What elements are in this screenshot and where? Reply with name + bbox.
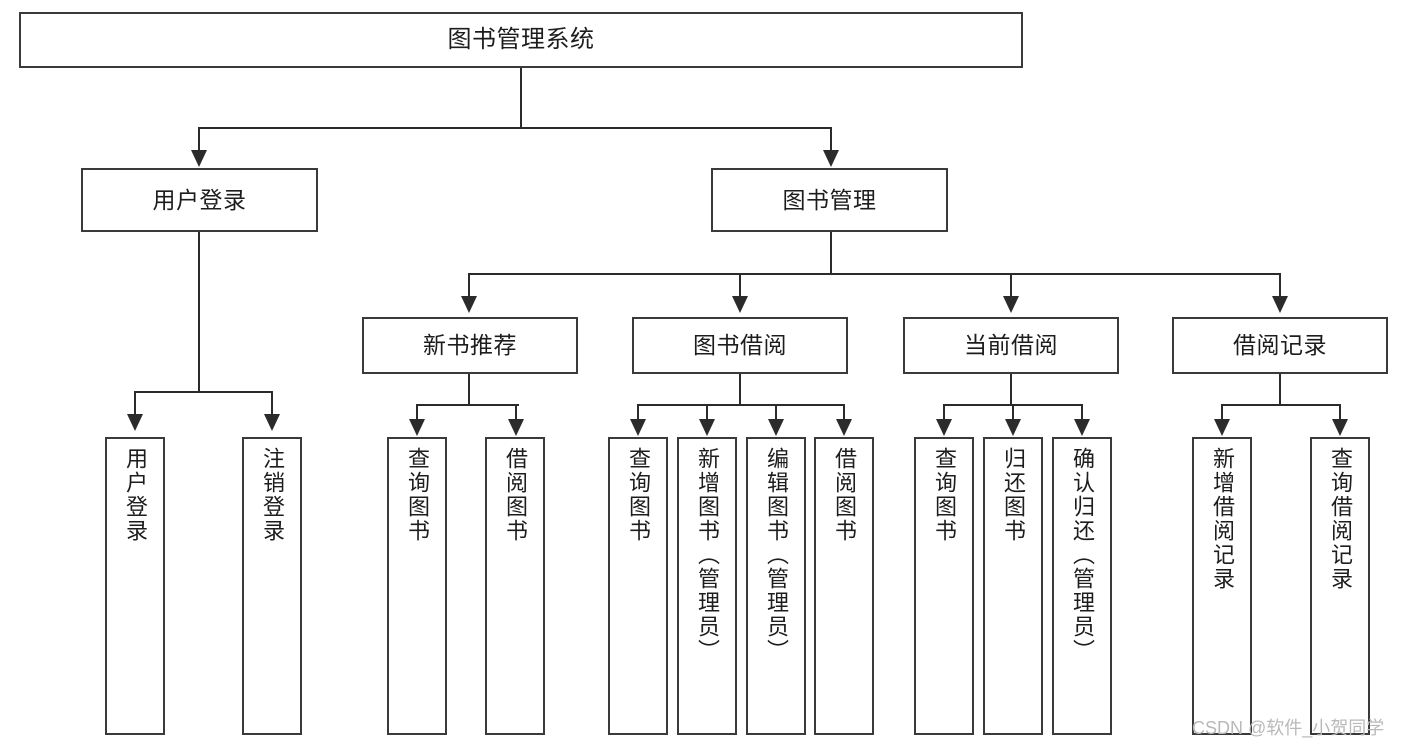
connector-new-book-child-2 [515, 404, 517, 420]
connector-borrow-record-stem [1279, 374, 1281, 405]
arrow-borrow-record-child-1 [1214, 419, 1230, 436]
arrow-book-borrow-child-3 [768, 419, 784, 436]
node-leaf-edit-book-label: 编辑图书（管理员） [764, 447, 789, 663]
node-leaf-borrow-book-1-label: 借阅图书 [503, 447, 528, 543]
connector-to-current-borrow [1010, 273, 1012, 298]
connector-book-borrow-stem [739, 374, 741, 405]
node-leaf-query-record-label: 查询借阅记录 [1328, 447, 1353, 591]
connector-book-borrow-child-3 [775, 404, 777, 420]
node-leaf-confirm-return-label: 确认归还（管理员） [1070, 447, 1095, 663]
arrow-to-borrow-record [1272, 296, 1288, 313]
arrow-user-login-child-1 [127, 414, 143, 431]
connector-to-book-management [830, 127, 832, 152]
connector-new-book-bus [416, 404, 519, 406]
connector-borrow-record-child-1 [1221, 404, 1223, 420]
node-leaf-query-book-3[interactable]: 查询图书 [914, 437, 974, 735]
node-leaf-user-login-label: 用户登录 [123, 447, 148, 543]
node-borrow-record[interactable]: 借阅记录 [1172, 317, 1388, 374]
connector-new-book-stem [468, 374, 470, 405]
connector-new-book-child-1 [416, 404, 418, 420]
node-leaf-add-book[interactable]: 新增图书（管理员） [677, 437, 737, 735]
arrow-new-book-child-1 [409, 419, 425, 436]
connector-borrow-record-bus [1221, 404, 1339, 406]
node-leaf-borrow-book-1[interactable]: 借阅图书 [485, 437, 545, 735]
connector-root-bus [198, 127, 831, 129]
node-leaf-query-book-2-label: 查询图书 [626, 447, 651, 543]
node-leaf-edit-book[interactable]: 编辑图书（管理员） [746, 437, 806, 735]
connector-to-book-borrow [739, 273, 741, 298]
arrow-current-borrow-child-1 [936, 419, 952, 436]
watermark: CSDN @软件_小贺同学 [1192, 718, 1385, 738]
node-new-book-recommend[interactable]: 新书推荐 [362, 317, 578, 374]
node-leaf-query-book-2[interactable]: 查询图书 [608, 437, 668, 735]
node-leaf-query-book-3-label: 查询图书 [932, 447, 957, 543]
connector-to-new-book-recommend [468, 273, 470, 298]
node-leaf-user-logout[interactable]: 注销登录 [242, 437, 302, 735]
node-root-label: 图书管理系统 [447, 26, 595, 54]
arrow-book-borrow-child-2 [699, 419, 715, 436]
node-leaf-add-record-label: 新增借阅记录 [1210, 447, 1235, 591]
node-leaf-user-logout-label: 注销登录 [260, 447, 285, 543]
node-leaf-query-record[interactable]: 查询借阅记录 [1310, 437, 1370, 735]
arrow-to-new-book-recommend [461, 296, 477, 313]
connector-borrow-record-child-2 [1339, 404, 1341, 420]
connector-book-borrow-child-1 [637, 404, 639, 420]
node-current-borrow[interactable]: 当前借阅 [903, 317, 1119, 374]
node-leaf-borrow-book-2[interactable]: 借阅图书 [814, 437, 874, 735]
node-current-borrow-label: 当前借阅 [964, 332, 1058, 359]
connector-current-borrow-child-1 [943, 404, 945, 420]
node-leaf-add-book-label: 新增图书（管理员） [695, 447, 720, 663]
connector-user-login-child-2 [271, 391, 273, 416]
node-leaf-user-login[interactable]: 用户登录 [105, 437, 165, 735]
node-book-borrow-label: 图书借阅 [693, 332, 787, 359]
arrow-current-borrow-child-3 [1074, 419, 1090, 436]
connector-current-borrow-child-3 [1081, 404, 1083, 420]
connector-current-borrow-stem [1010, 374, 1012, 405]
node-root[interactable]: 图书管理系统 [19, 12, 1023, 68]
connector-current-borrow-child-2 [1012, 404, 1014, 420]
connector-user-login-stem [198, 232, 200, 392]
connector-book-borrow-child-4 [843, 404, 845, 420]
arrow-book-borrow-child-1 [630, 419, 646, 436]
node-leaf-return-book-label: 归还图书 [1001, 447, 1026, 543]
arrow-user-login-child-2 [264, 414, 280, 431]
node-leaf-return-book[interactable]: 归还图书 [983, 437, 1043, 735]
node-user-login[interactable]: 用户登录 [81, 168, 318, 232]
connector-to-borrow-record [1279, 273, 1281, 298]
connector-book-management-stem [830, 232, 832, 274]
node-leaf-borrow-book-2-label: 借阅图书 [832, 447, 857, 543]
arrow-to-user-login [191, 150, 207, 167]
node-leaf-query-book-1-label: 查询图书 [405, 447, 430, 543]
arrow-book-borrow-child-4 [836, 419, 852, 436]
node-book-borrow[interactable]: 图书借阅 [632, 317, 848, 374]
connector-book-borrow-bus [637, 404, 845, 406]
node-book-management-label: 图书管理 [782, 186, 877, 213]
node-new-book-recommend-label: 新书推荐 [423, 332, 517, 359]
connector-book-borrow-child-2 [706, 404, 708, 420]
connector-root-stem [520, 68, 522, 128]
arrow-borrow-record-child-2 [1332, 419, 1348, 436]
arrow-current-borrow-child-2 [1005, 419, 1021, 436]
node-borrow-record-label: 借阅记录 [1233, 332, 1327, 359]
arrow-to-book-management [823, 150, 839, 167]
connector-level3-bus [468, 273, 1280, 275]
connector-to-user-login [198, 127, 200, 152]
node-leaf-add-record[interactable]: 新增借阅记录 [1192, 437, 1252, 735]
node-user-login-label: 用户登录 [152, 186, 247, 213]
arrow-new-book-child-2 [508, 419, 524, 436]
connector-user-login-bus [134, 391, 272, 393]
node-book-management[interactable]: 图书管理 [711, 168, 948, 232]
node-leaf-confirm-return[interactable]: 确认归还（管理员） [1052, 437, 1112, 735]
arrow-to-current-borrow [1003, 296, 1019, 313]
connector-user-login-child-1 [134, 391, 136, 416]
node-leaf-query-book-1[interactable]: 查询图书 [387, 437, 447, 735]
arrow-to-book-borrow [732, 296, 748, 313]
